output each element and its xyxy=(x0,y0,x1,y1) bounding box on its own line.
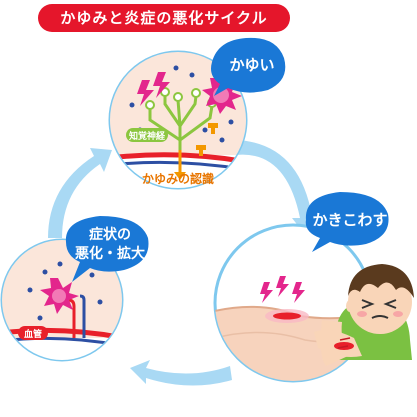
worsen-circle: 血管 xyxy=(0,238,124,362)
arrow-left-to-top xyxy=(48,148,112,238)
step-worsen-line1: 症状の xyxy=(89,227,131,243)
vessel-label: 血管 xyxy=(24,328,42,340)
nerve-label-pill xyxy=(126,128,168,142)
step-worsen-line2: 悪化・拡大 xyxy=(75,246,145,262)
lightning-icon xyxy=(153,72,170,98)
nerve-label: 知覚神経 xyxy=(128,130,166,142)
lightning-icon xyxy=(276,276,289,297)
arrow-top-to-right xyxy=(236,140,322,236)
recognition-label: かゆみの認識 xyxy=(142,171,214,186)
bubble-worsen xyxy=(65,216,149,282)
cycle-arrows xyxy=(48,140,322,386)
page-title: かゆみと炎症の悪化サイクル xyxy=(38,4,290,32)
bubble-scratch xyxy=(305,192,389,252)
lightning-icon xyxy=(137,80,154,106)
bubble-itch xyxy=(211,37,286,96)
vessel-line xyxy=(110,152,246,165)
step-scratch-label: かきこわす xyxy=(312,211,388,229)
step-worsen-label: 症状の 悪化・拡大 xyxy=(70,226,150,264)
scratching-boy-illustration xyxy=(314,264,414,366)
lightning-icon xyxy=(260,282,273,303)
lightning-icon xyxy=(292,282,305,303)
vessel-label-pill xyxy=(18,326,48,340)
arrow-right-to-left xyxy=(130,360,232,386)
step-itch-label: かゆい xyxy=(229,56,275,74)
